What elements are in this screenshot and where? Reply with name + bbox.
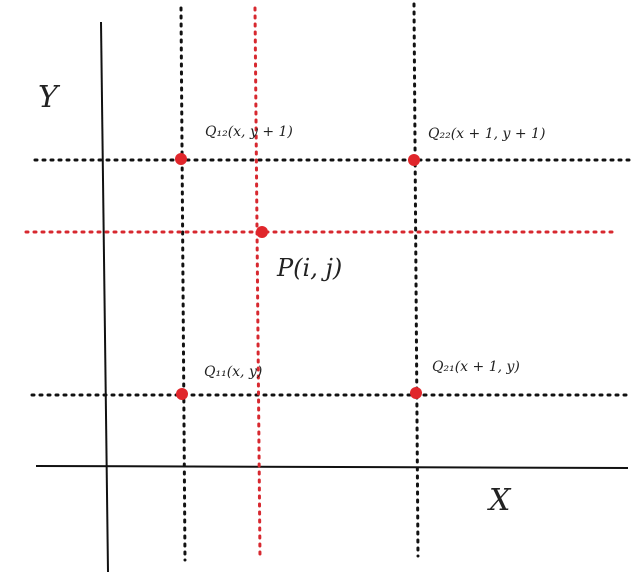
point-q12 (175, 153, 187, 165)
grid-line-vertical-x-plus-1 (412, 2, 420, 558)
grid-line-vertical-x (179, 6, 187, 562)
point-q22 (408, 154, 420, 166)
p-label: P(i, j) (276, 254, 342, 282)
q22-label: Q₂₂(x + 1, y + 1) (428, 126, 545, 142)
x-axis-label: X (487, 483, 512, 518)
y-axis-label: Y (38, 80, 61, 115)
x-axis (35, 465, 629, 469)
y-axis (100, 21, 109, 573)
q12-label: Q₁₂(x, y + 1) (205, 124, 293, 140)
point-q21 (410, 387, 422, 399)
q21-label: Q₂₁(x + 1, y) (432, 359, 520, 375)
red-line-vertical-i (253, 6, 262, 560)
q11-label: Q₁₁(x, y) (204, 364, 262, 380)
point-q11 (176, 388, 188, 400)
point-p (256, 226, 268, 238)
